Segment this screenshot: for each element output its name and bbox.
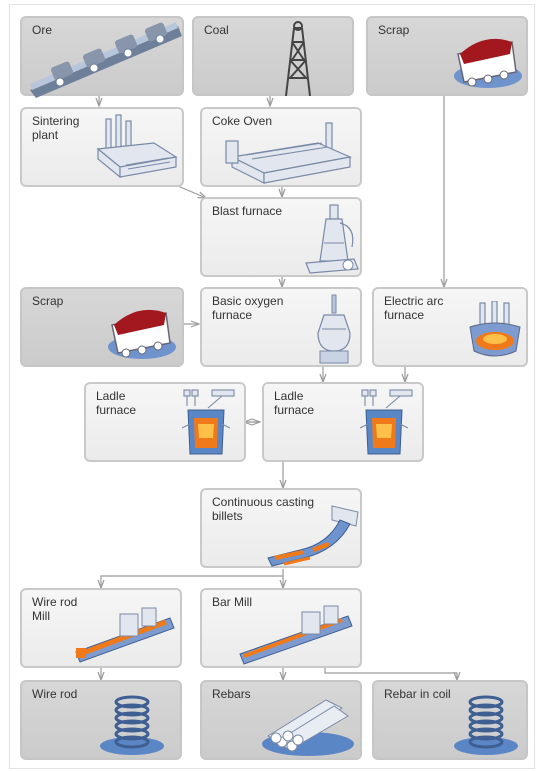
node-ore: Ore [20,16,184,98]
sintering-plant-illustration [92,113,182,190]
casting-label: Continuous casting billets [212,495,315,523]
blast-furnace-label: Blast furnace [212,204,283,218]
node-ladle-furnace-left: Ladle furnace [84,382,246,462]
node-rebar-in-coil: Rebar in coil [372,680,528,760]
scrap-top-label: Scrap [378,23,410,37]
wire-rod-coil-illustration [96,688,166,763]
scrap-wagon-illustration [450,32,522,97]
wire-rod-mill-label: Wire rod Mill [32,595,78,623]
wire-rod-label: Wire rod [32,687,78,701]
node-wire-rod: Wire rod [20,680,182,760]
node-bar-mill: Bar Mill [200,588,362,668]
wire-rod-mill-illustration [62,600,182,671]
node-scrap-mid: Scrap [20,287,184,367]
ore-label: Ore [32,23,53,37]
ladle-left-label: Ladle furnace [96,389,137,417]
bof-label: Basic oxygen furnace [212,294,284,322]
arrow-sintering-blast [177,185,206,198]
node-continuous-casting: Continuous casting billets [200,488,362,568]
blast-furnace-illustration [300,203,360,282]
node-electric-arc-furnace: Electric arc furnace [372,287,528,367]
node-coke-oven: Coke Oven [200,107,362,187]
coal-label: Coal [204,23,229,37]
node-rebars: Rebars [200,680,362,760]
scrap-wagon-illustration [104,303,176,368]
ladle-furnace-illustration [356,388,418,467]
node-scrap-top: Scrap [366,16,528,96]
ladle-furnace-illustration [178,388,240,467]
ore-conveyor-illustration [22,18,186,103]
rebars-bundle-illustration [260,692,356,763]
eaf-illustration [466,300,524,368]
rebar-coil-illustration [450,688,520,763]
sintering-label: Sintering plant [32,114,80,142]
bar-mill-illustration [230,600,360,671]
node-sintering-plant: Sintering plant [20,107,184,187]
bof-converter-illustration [314,293,354,372]
arrow-barmill-coil [324,668,457,680]
bar-mill-label: Bar Mill [212,595,253,609]
rebars-label: Rebars [212,687,251,701]
continuous-casting-illustration [262,504,362,573]
coke-oven-illustration [222,121,360,192]
node-ladle-furnace-right: Ladle furnace [262,382,424,462]
coal-minehead-illustration [278,20,318,101]
node-basic-oxygen-furnace: Basic oxygen furnace [200,287,362,367]
eaf-label: Electric arc furnace [384,294,444,322]
arrow-casting-wirerodmill [101,575,283,588]
rebar-coil-label: Rebar in coil [384,687,451,701]
ladle-right-label: Ladle furnace [274,389,315,417]
node-coal: Coal [192,16,354,97]
scrap-mid-label: Scrap [32,294,64,308]
node-wire-rod-mill: Wire rod Mill [20,588,182,668]
coke-oven-label: Coke Oven [212,114,273,128]
node-blast-furnace: Blast furnace [200,197,362,277]
